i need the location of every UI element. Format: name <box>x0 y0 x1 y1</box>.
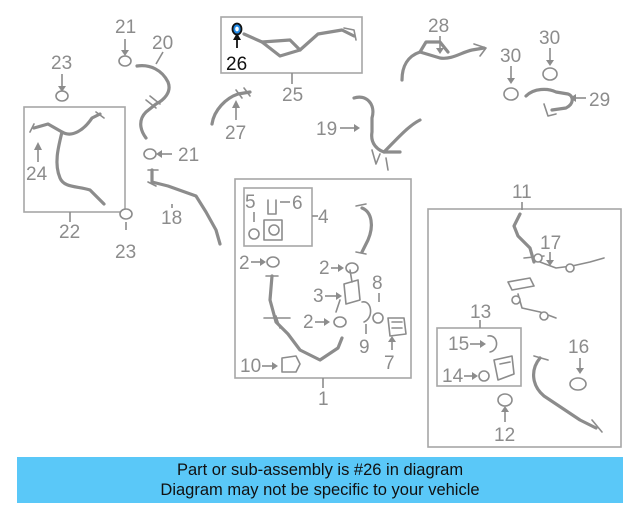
label-13: 13 <box>470 302 491 323</box>
label-22: 22 <box>59 222 80 243</box>
clamp-23-top <box>55 90 69 102</box>
group-box-4 <box>243 187 313 247</box>
valve-7 <box>387 317 407 337</box>
label-23-lower: 23 <box>115 242 136 263</box>
label-30-right: 30 <box>539 28 560 49</box>
label-8: 8 <box>372 273 383 294</box>
label-10: 10 <box>240 356 261 377</box>
leader-26-arrow <box>233 33 241 40</box>
label-12: 12 <box>494 425 515 446</box>
label-20: 20 <box>152 33 173 54</box>
pipe-25-drawing <box>242 27 357 58</box>
label-7: 7 <box>384 353 395 374</box>
group-box-11 <box>427 208 622 448</box>
clamp-30-left <box>503 87 519 101</box>
label-25: 25 <box>282 85 303 106</box>
hose-lower-1 <box>263 274 344 362</box>
label-11: 11 <box>512 182 532 203</box>
group-box-22 <box>23 106 126 213</box>
label-21-lower: 21 <box>178 145 199 166</box>
o-ring-5 <box>248 228 260 240</box>
clamp-2-a <box>266 256 280 268</box>
label-14: 14 <box>442 366 464 387</box>
label-28: 28 <box>428 16 449 37</box>
hose-11-upper <box>512 212 605 273</box>
hose-20 <box>135 64 171 140</box>
label-15: 15 <box>448 334 469 355</box>
label-3: 3 <box>313 286 324 307</box>
clamp-2-c <box>333 316 347 328</box>
label-2-c: 2 <box>303 312 314 333</box>
hose-19 <box>352 95 422 171</box>
label-30-left: 30 <box>500 46 521 67</box>
clamp-12 <box>497 393 513 407</box>
label-18: 18 <box>161 208 182 229</box>
label-21-top: 21 <box>115 17 136 38</box>
o-ring-26[interactable] <box>231 22 243 36</box>
group-box-13 <box>436 327 522 387</box>
hose-29 <box>524 87 574 117</box>
seal-8 <box>372 312 384 324</box>
label-2-a: 2 <box>239 253 250 274</box>
parts-diagram: 26 25 21 20 23 24 22 21 18 23 <box>23 16 622 448</box>
label-1: 1 <box>318 389 329 410</box>
housing-13 <box>493 355 515 381</box>
label-23-top: 23 <box>51 53 72 74</box>
cap-16 <box>569 377 587 391</box>
label-5: 5 <box>245 192 256 213</box>
o-ring-14 <box>478 370 490 382</box>
clip-15 <box>487 335 498 353</box>
tee-fitting-11 <box>507 277 557 321</box>
label-16: 16 <box>568 337 589 358</box>
label-27: 27 <box>225 123 246 144</box>
label-24: 24 <box>26 164 48 185</box>
clamp-21-top <box>118 55 132 67</box>
clip-9 <box>361 301 372 323</box>
label-6: 6 <box>292 193 303 214</box>
label-17: 17 <box>540 233 561 254</box>
hose-24 <box>29 111 106 206</box>
label-9: 9 <box>359 337 370 358</box>
label-29: 29 <box>589 90 610 111</box>
hose-27 <box>210 87 252 126</box>
clamp-30-right <box>542 67 558 81</box>
info-banner: Part or sub-assembly is #26 in diagram D… <box>17 457 623 503</box>
cap-10 <box>281 355 301 373</box>
clamp-23-lower <box>119 208 133 220</box>
clamp-21-lower <box>143 148 157 160</box>
banner-line-2: Diagram may not be specific to your vehi… <box>160 481 480 499</box>
label-4: 4 <box>318 207 329 228</box>
hose-upper-1 <box>355 203 373 255</box>
hose-28 <box>400 40 487 82</box>
label-26: 26 <box>226 54 247 75</box>
clamp-2-b <box>345 262 359 274</box>
connector-3 <box>335 269 361 313</box>
label-2-b: 2 <box>319 258 330 279</box>
banner-line-1: Part or sub-assembly is #26 in diagram <box>176 461 464 479</box>
label-19: 19 <box>316 119 337 140</box>
pipe-18 <box>147 168 222 246</box>
fitting-4 <box>263 199 283 241</box>
hose-11-lower <box>532 355 603 433</box>
